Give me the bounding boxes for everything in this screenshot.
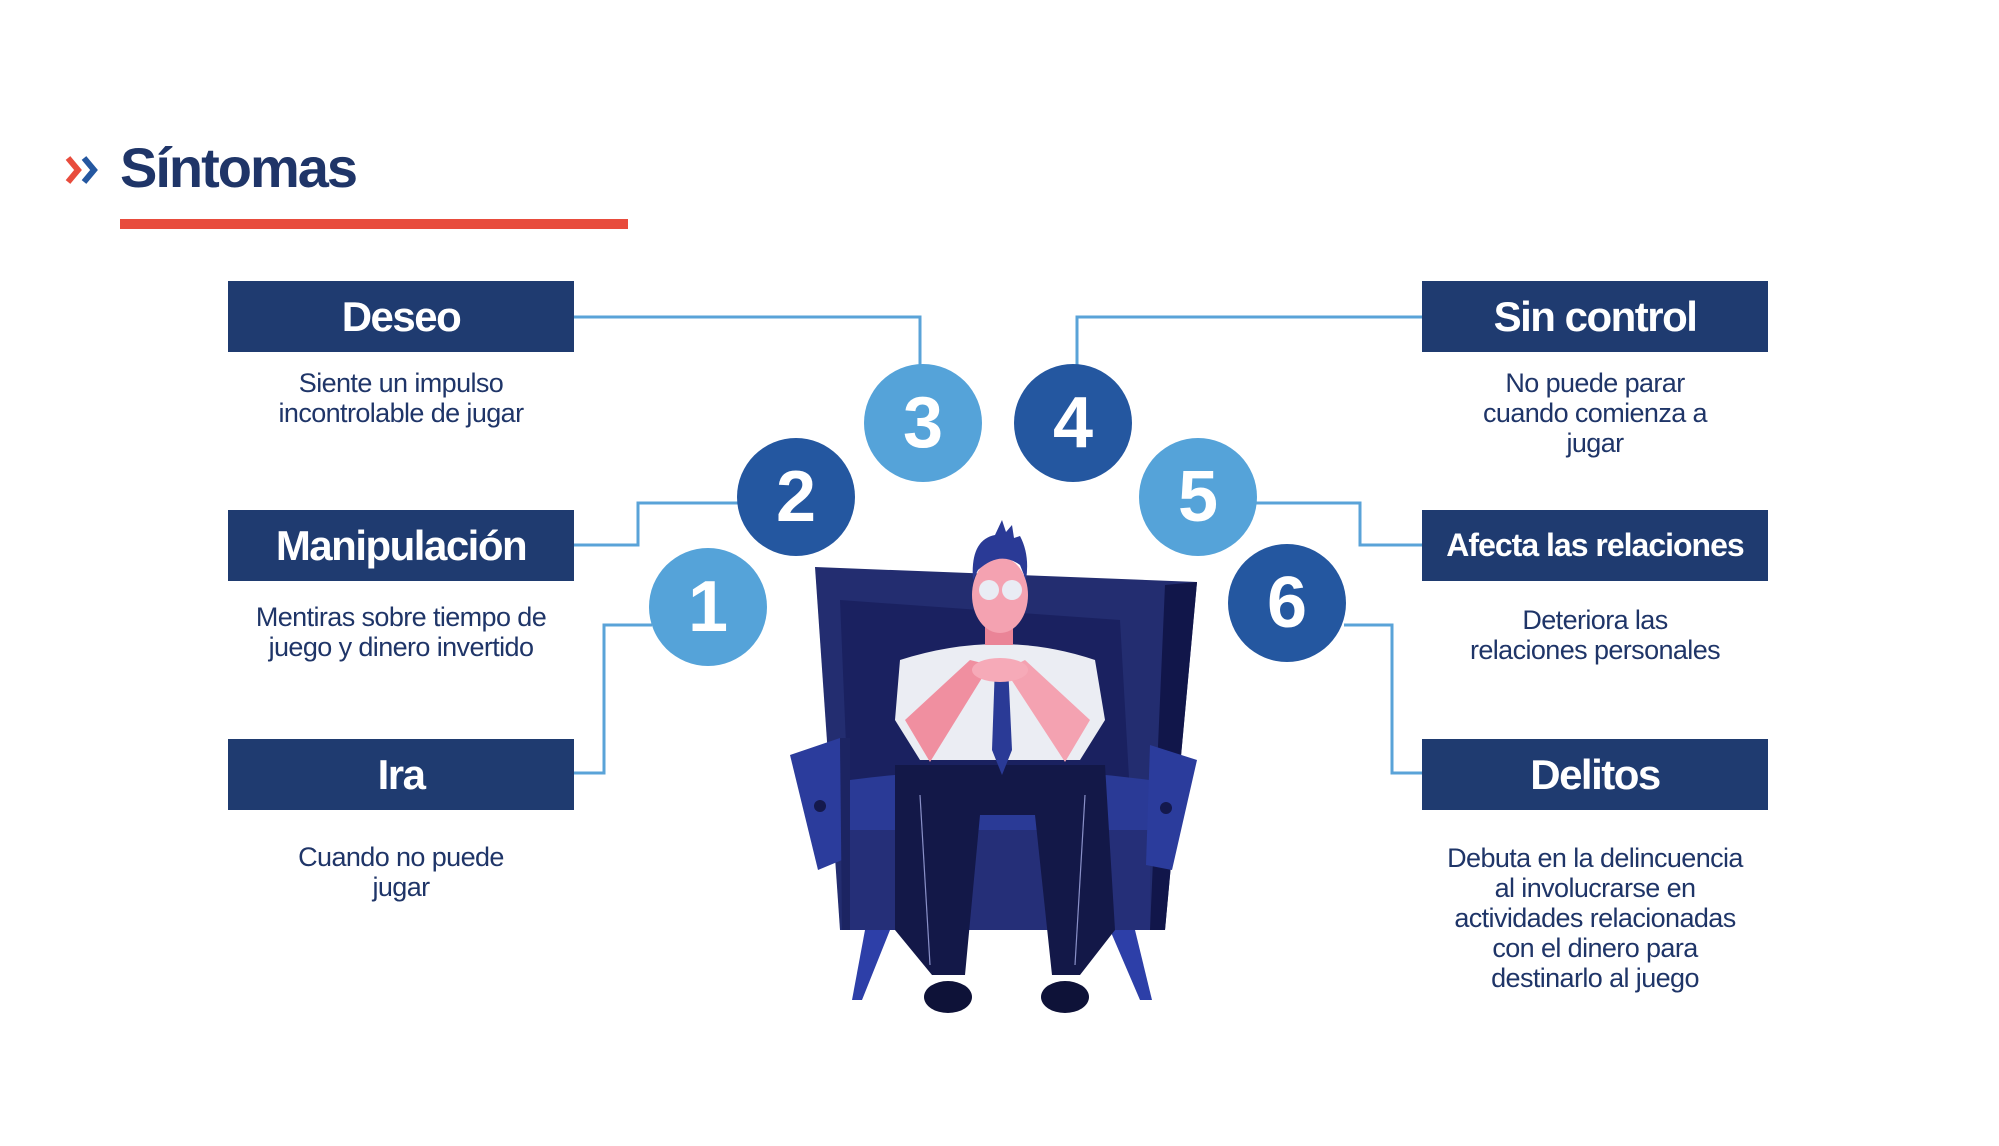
symptom-title-afecta-relaciones: Afecta las relaciones [1422,510,1768,581]
number-badge-2: 2 [737,438,855,556]
page-title: Síntomas [120,136,358,199]
symptom-title-delitos: Delitos [1422,739,1768,810]
symptom-desc-sin-control: No puede parar cuando comienza a jugar [1483,368,1708,458]
symptom-title-deseo: Deseo [228,281,574,352]
number-badge-6: 6 [1228,544,1346,662]
title-underline [120,219,628,229]
symptom-desc-afecta-relaciones: Deteriora las relaciones personales [1469,605,1721,665]
number-badge-5: 5 [1139,438,1257,556]
connector-manipulacion [574,501,740,547]
symptom-desc-delitos: Debuta en la delincuencia al involucrars… [1447,843,1743,993]
number-badge-3: 3 [864,364,982,482]
man-in-armchair-illustration [790,520,1197,1013]
connector-afecta [1256,501,1422,547]
number-badge-1: 1 [649,548,767,666]
connector-delitos [1344,623,1422,775]
symptom-title-manipulacion: Manipulación [228,510,574,581]
symptom-title-ira: Ira [228,739,574,810]
symptom-desc-ira: Cuando no puede jugar [298,842,504,902]
symptom-desc-deseo: Siente un impulso incontrolable de jugar [278,368,525,428]
connector-sin-control [1075,315,1422,366]
connector-deseo [574,315,922,366]
symptom-title-sin-control: Sin control [1422,281,1768,352]
symptom-desc-manipulacion: Mentiras sobre tiempo de juego y dinero … [255,602,547,662]
double-chevron-right-icon [65,156,98,184]
number-badge-4: 4 [1014,364,1132,482]
connector-ira [574,623,652,775]
